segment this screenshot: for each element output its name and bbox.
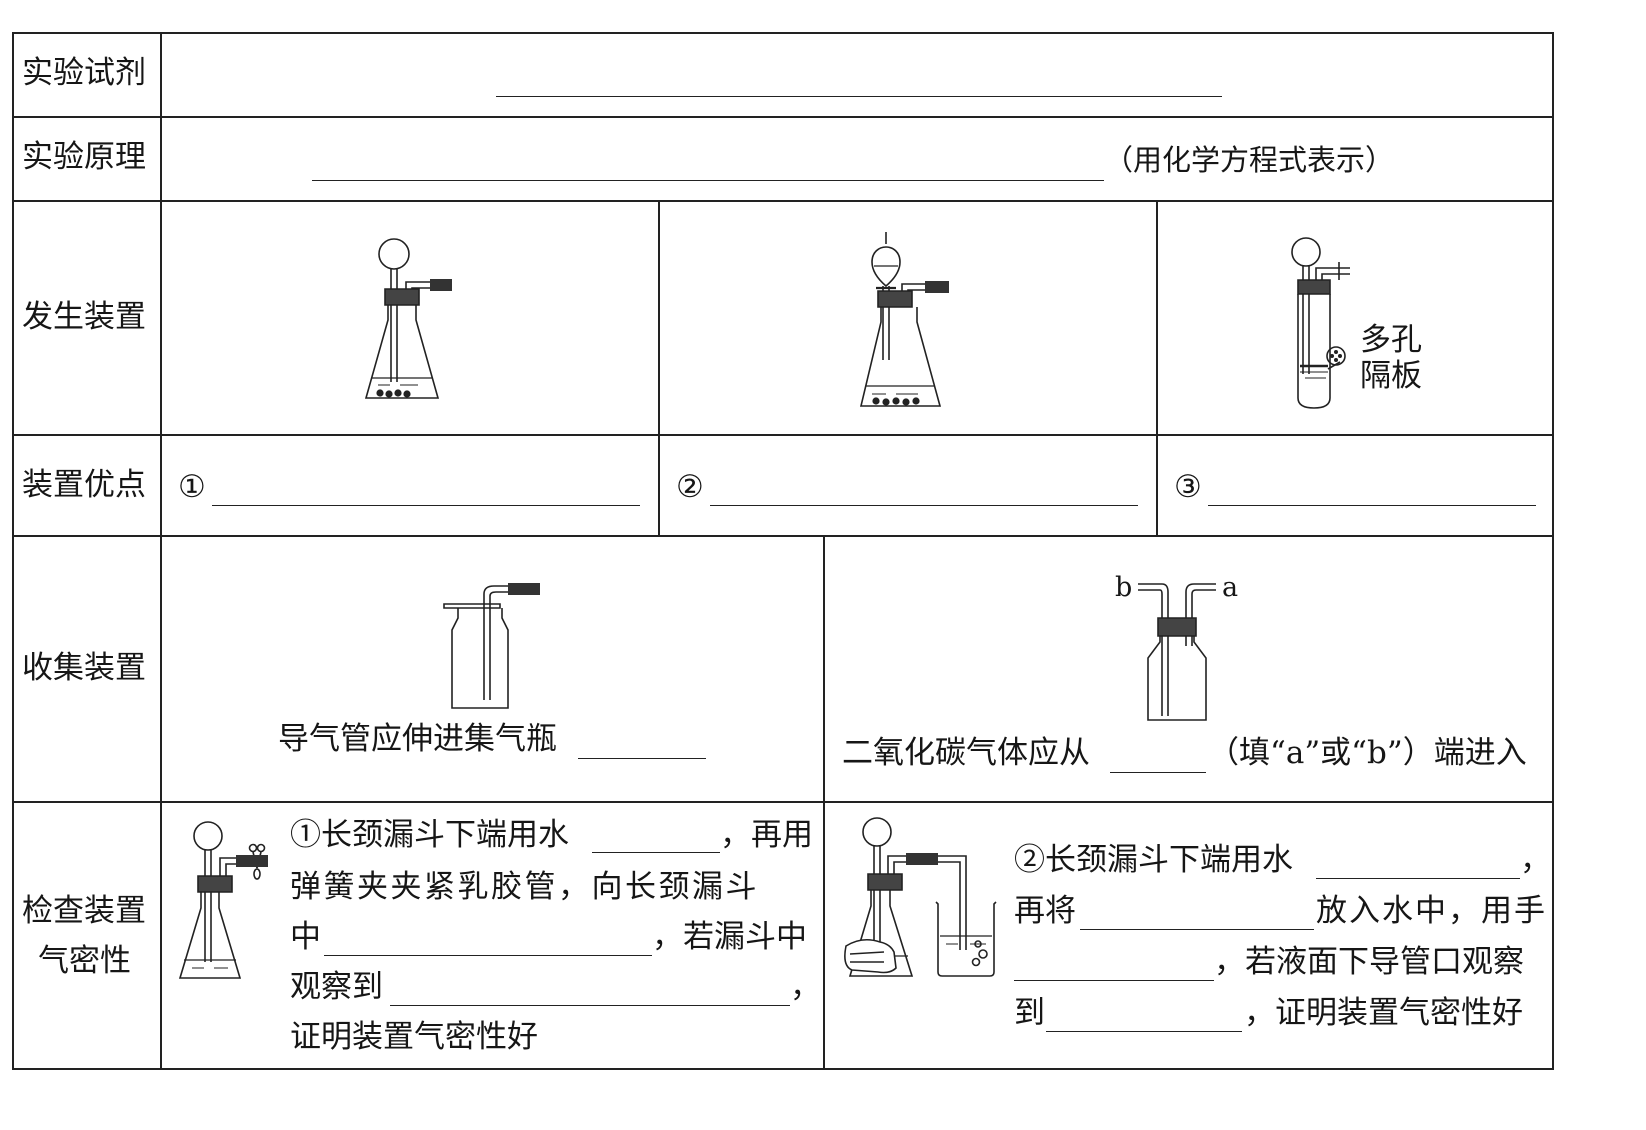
collection-right-instruction: 二氧化碳气体应从 <box>842 735 1090 771</box>
column-divider <box>658 200 660 536</box>
collection-right-hint: （填“a”或“b”）端进入 <box>1208 735 1527 771</box>
porous-plate-label: 多孔 <box>1360 322 1422 358</box>
advantage-marker-3: ③ <box>1174 469 1202 505</box>
flask-beaker-hand-warming-icon <box>838 812 1008 987</box>
advantage-blank-3[interactable] <box>1208 505 1536 506</box>
row-label-airtightness: 检查装置 <box>22 893 146 929</box>
row-label-airtightness-line2: 气密性 <box>38 943 131 979</box>
right-check-blank-1[interactable] <box>1316 878 1520 879</box>
left-check-line5: 证明装置气密性好 <box>290 1019 538 1055</box>
advantage-marker-1: ① <box>178 469 206 505</box>
left-check-blank-1[interactable] <box>592 852 720 853</box>
left-check-line2: 弹簧夹夹紧乳胶管，向长颈漏斗 <box>290 869 759 905</box>
port-label-a: a <box>1222 572 1239 603</box>
collection-right-blank[interactable] <box>1110 772 1206 773</box>
principle-answer-blank[interactable] <box>312 180 1104 181</box>
row-label-collection: 收集装置 <box>22 650 146 686</box>
row-label-reagents: 实验试剂 <box>22 55 146 91</box>
flask-spring-clip-check-icon <box>175 812 268 987</box>
row-label-generator: 发生装置 <box>22 299 146 335</box>
right-check-line2: 再将 <box>1014 893 1076 929</box>
collection-left-blank[interactable] <box>578 758 706 759</box>
table-border-left <box>12 32 14 1070</box>
row-divider <box>12 434 1554 436</box>
gas-jar-upward-collection-icon <box>440 583 540 715</box>
porous-plate-label-line2: 隔板 <box>1360 358 1422 394</box>
advantage-blank-1[interactable] <box>212 505 640 506</box>
column-divider <box>823 535 825 1070</box>
row-divider <box>12 801 1554 803</box>
row-label-principle: 实验原理 <box>22 139 146 175</box>
principle-hint: （用化学方程式表示） <box>1104 143 1395 177</box>
row-divider <box>12 535 1554 537</box>
right-check-line1: ②长颈漏斗下端用水 <box>1014 842 1293 878</box>
row-divider <box>12 200 1554 202</box>
right-check-line1-tail: ， <box>1520 842 1551 878</box>
advantage-blank-2[interactable] <box>710 505 1138 506</box>
table-border-right <box>1552 32 1554 1070</box>
port-label-b: b <box>1115 572 1133 603</box>
left-check-line1: ①长颈漏斗下端用水 <box>290 817 569 853</box>
right-check-line4-tail: ，证明装置气密性好 <box>1244 995 1523 1031</box>
left-check-line4-tail: ， <box>790 969 821 1005</box>
left-check-line4: 观察到 <box>290 969 383 1005</box>
left-check-blank-3[interactable] <box>390 1005 790 1006</box>
table-border-bottom <box>12 1068 1554 1070</box>
right-check-blank-3[interactable] <box>1014 980 1214 981</box>
conical-flask-long-funnel-icon <box>350 230 452 410</box>
left-check-line1-tail: ，再用 <box>720 817 813 853</box>
collection-left-instruction: 导气管应伸进集气瓶 <box>278 721 557 757</box>
table-border-top <box>12 32 1554 34</box>
gas-washing-bottle-icon <box>1130 575 1230 725</box>
row-label-advantages: 装置优点 <box>22 467 146 503</box>
advantage-marker-2: ② <box>676 469 704 505</box>
test-tube-porous-plate-icon <box>1280 232 1360 412</box>
conical-flask-separatory-funnel-icon <box>850 228 949 413</box>
column-divider <box>1156 200 1158 536</box>
right-check-line2-tail: 放入水中，用手 <box>1316 893 1547 929</box>
row-divider <box>12 116 1554 118</box>
right-check-blank-2[interactable] <box>1080 929 1314 930</box>
left-check-line3: 中 <box>290 919 321 955</box>
left-check-blank-2[interactable] <box>324 955 652 956</box>
label-column-divider <box>160 32 162 1070</box>
right-check-line3-tail: ，若液面下导管口观察 <box>1214 944 1524 980</box>
right-check-blank-4[interactable] <box>1046 1031 1242 1032</box>
right-check-line4: 到 <box>1014 995 1045 1031</box>
left-check-line3-tail: ，若漏斗中 <box>652 919 807 955</box>
reagents-answer-blank[interactable] <box>496 96 1222 97</box>
